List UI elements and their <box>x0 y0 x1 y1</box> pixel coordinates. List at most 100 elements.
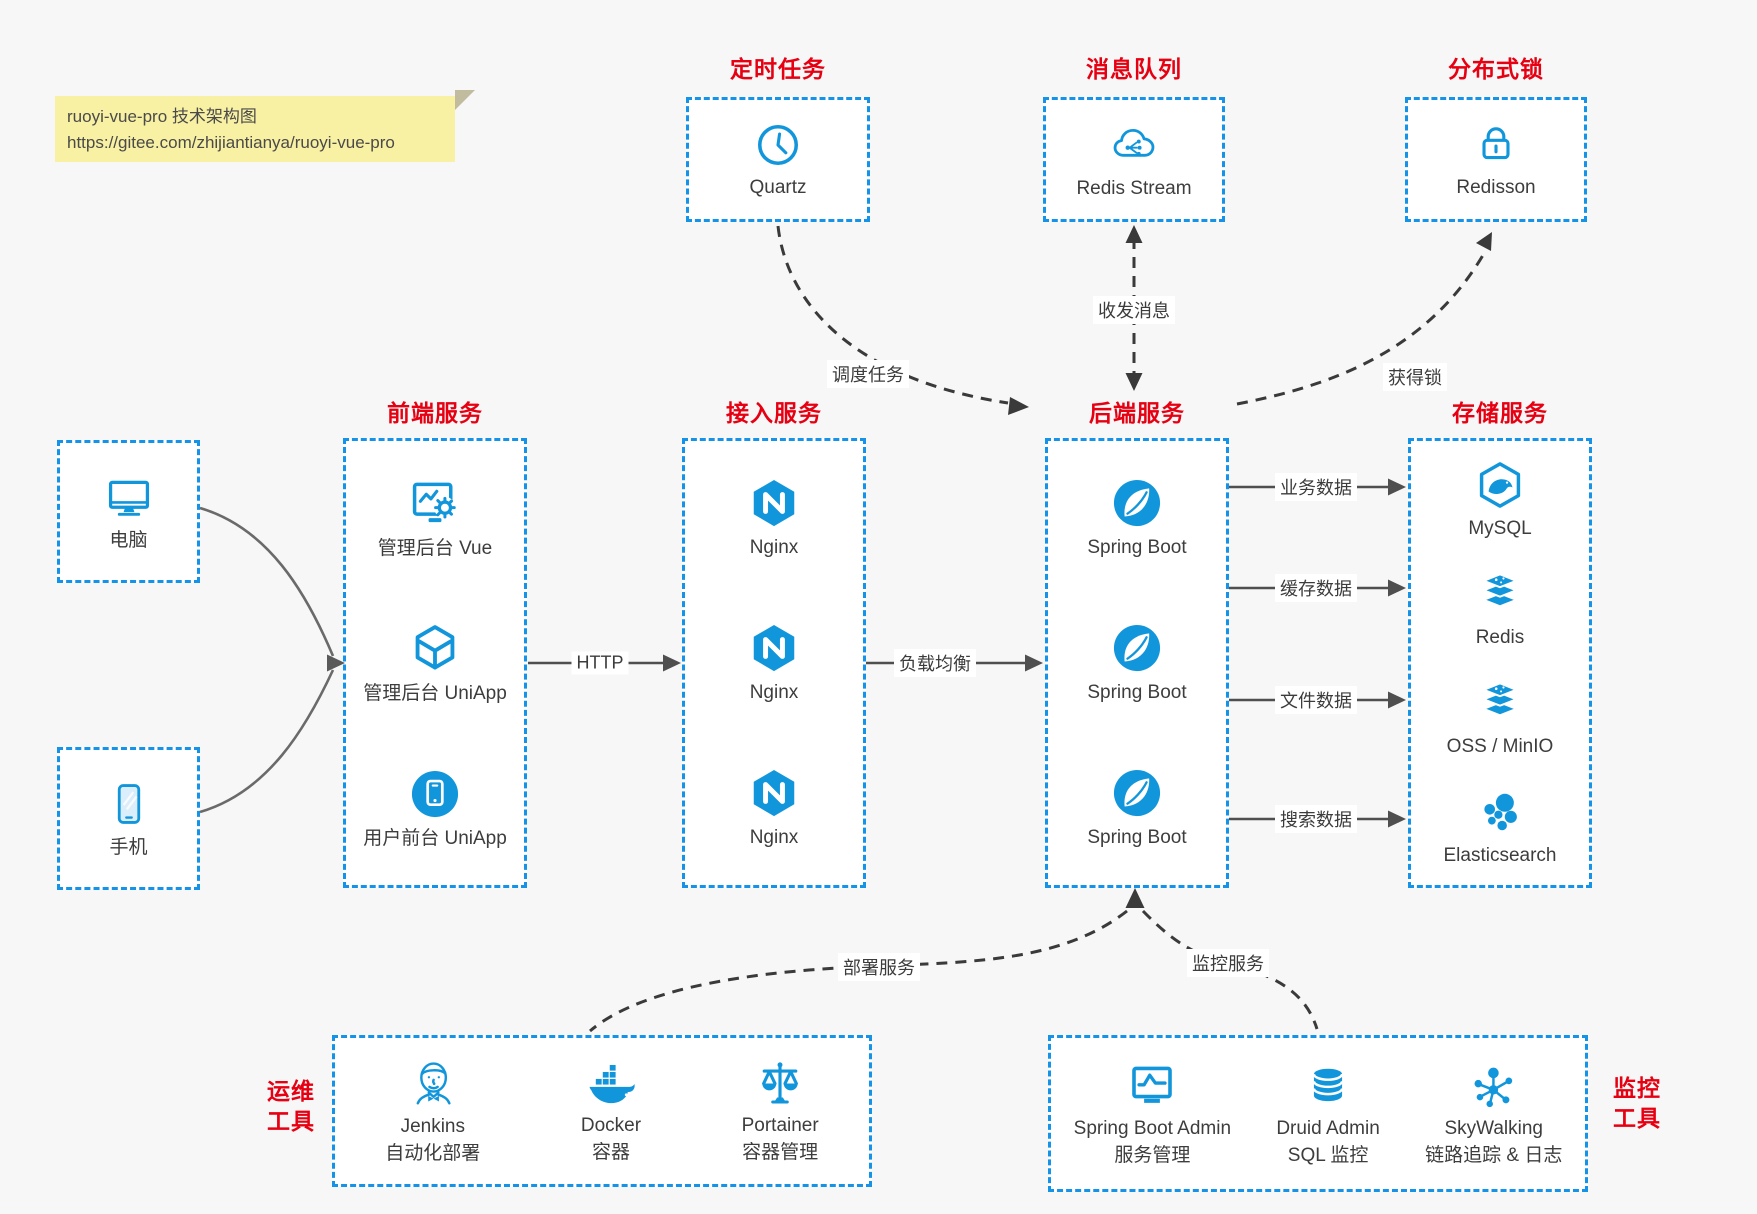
node-docker: Docker 容器 <box>581 1057 641 1165</box>
druid-icon <box>1301 1060 1355 1114</box>
edge-label-http: HTTP <box>571 651 629 675</box>
group-title-storage: 存储服务 <box>1452 400 1548 426</box>
nginx-icon <box>747 621 801 675</box>
node-skywalking: SkyWalking 链路追踪 & 日志 <box>1425 1060 1562 1168</box>
node-mysql: MySQL <box>1468 459 1532 541</box>
node-label: Redisson <box>1456 176 1536 198</box>
spring-boot-icon <box>1110 476 1164 530</box>
message-queue-box: Redis Stream <box>1043 97 1225 222</box>
node-label: 管理后台 UniApp <box>363 683 507 705</box>
group-title-ops-tools: 运维 工具 <box>250 1077 332 1137</box>
node-label: Nginx <box>749 827 799 849</box>
edge-label-monitor-service: 监控服务 <box>1187 949 1269 977</box>
group-title-distributed-lock: 分布式锁 <box>1448 56 1544 82</box>
gateway-box: Nginx Nginx Nginx <box>682 438 866 888</box>
node-label: Spring Boot <box>1087 682 1187 704</box>
node-nginx-3: Nginx <box>747 766 801 850</box>
node-spring-boot-1: Spring Boot <box>1087 476 1187 560</box>
edge-label-send-receive-message: 收发消息 <box>1093 296 1175 324</box>
edge-label-schedule-task: 调度任务 <box>827 360 909 388</box>
node-label: Redis Stream <box>1076 177 1192 199</box>
node-redisson: Redisson <box>1456 120 1536 200</box>
storage-box: MySQL Redis OSS / MinIO Elasticsearch <box>1408 438 1592 888</box>
phone-client-box: 手机 <box>57 747 200 890</box>
lock-icon <box>1471 120 1521 170</box>
node-quartz: Quartz <box>749 120 807 200</box>
node-label: 电脑 <box>109 529 148 551</box>
nginx-icon <box>747 766 801 820</box>
node-label: Druid Admin <box>1276 1117 1380 1139</box>
node-label: Spring Boot <box>1087 536 1187 558</box>
monitoring-title-line2: 工具 <box>1613 1104 1661 1131</box>
node-druid-admin: Druid Admin SQL 监控 <box>1276 1060 1380 1168</box>
node-label: OSS / MinIO <box>1446 735 1554 757</box>
node-sublabel: SQL 监控 <box>1287 1144 1369 1166</box>
node-oss-minio: OSS / MinIO <box>1446 677 1554 759</box>
node-label: Nginx <box>749 536 799 558</box>
note-url: https://gitee.com/zhijiantianya/ruoyi-vu… <box>67 132 395 152</box>
clock-icon <box>753 120 803 170</box>
ops-tools-box: Jenkins 自动化部署 Docker 容器 Portainer 容器管理 <box>332 1035 872 1187</box>
ops-title-line1: 运维 <box>267 1078 315 1104</box>
redis-stack-icon <box>1474 568 1526 620</box>
pc-client-box: 电脑 <box>57 440 200 583</box>
node-label: 用户前台 UniApp <box>363 827 507 849</box>
node-sublabel: 自动化部署 <box>385 1143 481 1164</box>
note-fold-corner <box>455 90 475 110</box>
node-label: Redis <box>1475 626 1525 648</box>
group-title-gateway: 接入服务 <box>726 400 822 426</box>
node-admin-uniapp: 管理后台 UniApp <box>363 622 507 706</box>
node-label: Nginx <box>749 682 799 704</box>
node-spring-boot-admin: Spring Boot Admin 服务管理 <box>1074 1060 1231 1168</box>
edge-label-business-data: 业务数据 <box>1275 473 1357 501</box>
mysql-icon <box>1474 459 1526 511</box>
edge-label-load-balance: 负载均衡 <box>894 649 976 677</box>
node-label: Spring Boot <box>1087 827 1187 849</box>
node-sublabel: 服务管理 <box>1114 1144 1191 1166</box>
node-label: Spring Boot Admin <box>1073 1117 1232 1139</box>
node-user-uniapp: 用户前台 UniApp <box>363 767 507 851</box>
backend-box: Spring Boot Spring Boot Spring Boot <box>1045 438 1229 888</box>
node-label: Portainer <box>741 1115 819 1137</box>
node-label: Quartz <box>749 176 807 198</box>
node-sublabel: 链路追踪 & 日志 <box>1425 1144 1563 1166</box>
node-label: 手机 <box>109 836 148 858</box>
node-jenkins: Jenkins 自动化部署 <box>385 1056 480 1166</box>
spring-boot-admin-icon <box>1125 1060 1179 1114</box>
mobile-app-icon <box>408 767 462 821</box>
sticky-note: ruoyi-vue-pro 技术架构图 https://gitee.com/zh… <box>55 96 455 162</box>
edge-label-search-data: 搜索数据 <box>1275 805 1357 833</box>
node-elasticsearch: Elasticsearch <box>1444 786 1557 868</box>
group-title-frontend: 前端服务 <box>387 400 483 426</box>
node-spring-boot-3: Spring Boot <box>1087 766 1187 850</box>
edge-acquire-lock-curve <box>1236 249 1488 406</box>
node-label: SkyWalking <box>1444 1117 1543 1139</box>
edge-label-deploy-service: 部署服务 <box>838 953 920 981</box>
admin-vue-icon <box>407 475 463 531</box>
jenkins-icon <box>405 1056 461 1112</box>
elasticsearch-icon <box>1474 786 1526 838</box>
node-portainer: Portainer 容器管理 <box>742 1057 819 1165</box>
node-spring-boot-2: Spring Boot <box>1087 621 1187 705</box>
monitoring-tools-box: Spring Boot Admin 服务管理 Druid Admin SQL 监… <box>1048 1035 1588 1192</box>
spring-boot-icon <box>1110 621 1164 675</box>
group-title-backend: 后端服务 <box>1089 400 1185 426</box>
smartphone-icon <box>103 778 155 830</box>
node-sublabel: 容器管理 <box>742 1142 819 1163</box>
monitoring-title-line1: 监控 <box>1613 1075 1661 1101</box>
skywalking-icon <box>1467 1060 1521 1114</box>
distributed-lock-box: Redisson <box>1405 97 1587 222</box>
edge-label-acquire-lock: 获得锁 <box>1383 363 1447 391</box>
scheduled-task-box: Quartz <box>686 97 870 222</box>
node-phone: 手机 <box>103 778 155 860</box>
node-redis-stream: Redis Stream <box>1076 119 1192 201</box>
oss-stack-icon <box>1474 677 1526 729</box>
note-title: ruoyi-vue-pro 技术架构图 <box>67 107 257 126</box>
portainer-icon <box>753 1057 807 1111</box>
uniapp-cube-icon <box>408 622 462 676</box>
edge-label-file-data: 文件数据 <box>1275 686 1357 714</box>
node-nginx-1: Nginx <box>747 476 801 560</box>
node-label: Elasticsearch <box>1443 844 1557 866</box>
node-nginx-2: Nginx <box>747 621 801 705</box>
